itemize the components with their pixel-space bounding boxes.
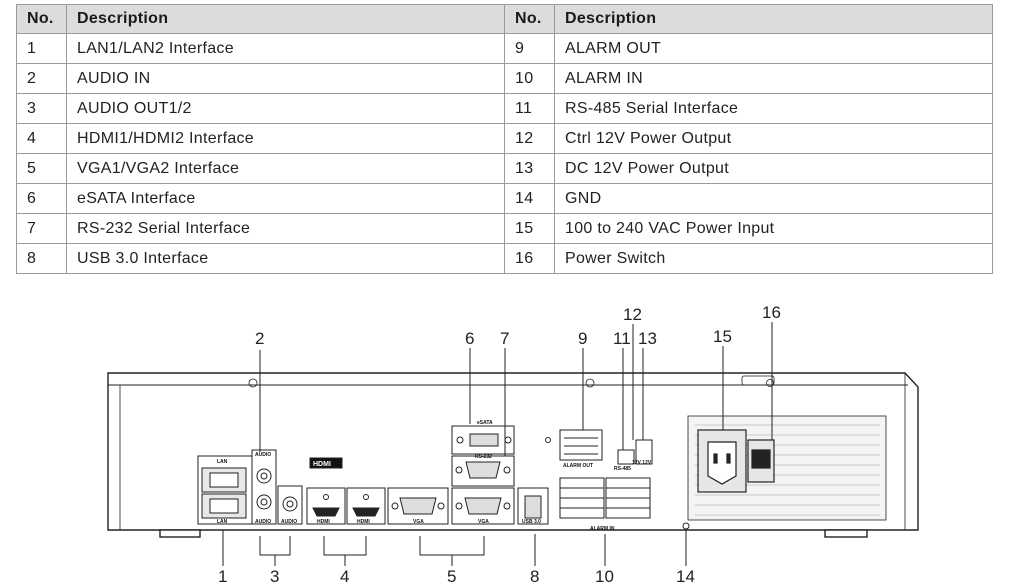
row-description: ALARM OUT (554, 33, 993, 64)
audio-ports (251, 449, 303, 525)
callout-12: 12 (623, 305, 642, 324)
row-number: 12 (504, 123, 555, 154)
row-number: 5 (16, 153, 67, 184)
callout-14: 14 (676, 567, 695, 586)
row-description: LAN1/LAN2 Interface (66, 33, 505, 64)
usb-port (517, 487, 549, 525)
alarm-in-terminals (559, 477, 651, 519)
audio-out1-label: AUDIO (255, 519, 271, 525)
row-description: eSATA Interface (66, 183, 505, 214)
row-description: DC 12V Power Output (554, 153, 993, 184)
row-number: 10 (504, 63, 555, 94)
callout-3: 3 (270, 567, 279, 586)
alarm-in-label: ALARM IN (590, 526, 615, 532)
rear-panel-svg: LAN LAN AUDIO AUDIO AUDIO HDMI HDMI HDMI… (107, 303, 919, 586)
row-number: 16 (504, 243, 555, 274)
callout-6: 6 (465, 329, 474, 348)
alarm-out-terminal (545, 429, 603, 461)
row-number: 1 (16, 33, 67, 64)
row-description: USB 3.0 Interface (66, 243, 505, 274)
callout-leaders (222, 322, 773, 566)
esata-label: eSATA (477, 420, 493, 426)
row-description: GND (554, 183, 993, 214)
hdmi-logo: HDMI (313, 461, 331, 468)
power-switch (747, 439, 775, 483)
row-number: 8 (16, 243, 67, 274)
table-row: 6 eSATA Interface 14 GND (16, 183, 993, 214)
row-description: HDMI1/HDMI2 Interface (66, 123, 505, 154)
row-description: Power Switch (554, 243, 993, 274)
row-description: ALARM IN (554, 63, 993, 94)
callout-13: 13 (638, 329, 657, 348)
callout-10: 10 (595, 567, 614, 586)
table-header-row: No. Description No. Description (16, 4, 993, 34)
table-row: 4 HDMI1/HDMI2 Interface 12 Ctrl 12V Powe… (16, 123, 993, 154)
vga1-label: VGA (413, 519, 424, 525)
page-top-rule (0, 0, 1024, 2)
row-number: 13 (504, 153, 555, 184)
row-number: 4 (16, 123, 67, 154)
esata-rs232-ports (451, 425, 515, 487)
callout-16: 16 (762, 303, 781, 322)
header-no-right: No. (504, 4, 555, 34)
usb-label: USB 3.0 (522, 519, 541, 525)
lan-label-bottom: LAN (217, 519, 228, 525)
table-row: 8 USB 3.0 Interface 16 Power Switch (16, 243, 993, 274)
row-description: 100 to 240 VAC Power Input (554, 213, 993, 244)
table-row: 7 RS-232 Serial Interface 15 100 to 240 … (16, 213, 993, 244)
hdmi-ports (306, 457, 386, 525)
rs232-label: RS-232 (475, 454, 492, 460)
rs485-power-terminal (617, 439, 653, 465)
row-number: 14 (504, 183, 555, 214)
table-row: 1 LAN1/LAN2 Interface 9 ALARM OUT (16, 33, 993, 64)
callout-1: 1 (218, 567, 227, 586)
table-header: No. Description No. Description (16, 4, 993, 34)
callout-15: 15 (713, 327, 732, 346)
callout-4: 4 (340, 567, 349, 586)
row-description: VGA1/VGA2 Interface (66, 153, 505, 184)
header-description-left: Description (66, 4, 505, 34)
rear-panel-diagram: LAN LAN AUDIO AUDIO AUDIO HDMI HDMI HDMI… (0, 290, 1024, 587)
row-number: 7 (16, 213, 67, 244)
hdmi2-label: HDMI (357, 519, 370, 525)
callout-2: 2 (255, 329, 264, 348)
interface-description-table: No. Description No. Description 1 LAN1/L… (16, 4, 993, 274)
callout-8: 8 (530, 567, 539, 586)
vga2-label: VGA (478, 519, 489, 525)
alarm-out-label: ALARM OUT (563, 463, 593, 469)
callout-9: 9 (578, 329, 587, 348)
table-row: 2 AUDIO IN 10 ALARM IN (16, 63, 993, 94)
table-row: 3 AUDIO OUT1/2 11 RS-485 Serial Interfac… (16, 93, 993, 124)
row-number: 15 (504, 213, 555, 244)
lan-label-top: LAN (217, 459, 228, 465)
row-number: 6 (16, 183, 67, 214)
row-number: 2 (16, 63, 67, 94)
row-description: AUDIO OUT1/2 (66, 93, 505, 124)
row-description: RS-232 Serial Interface (66, 213, 505, 244)
hdmi1-label: HDMI (317, 519, 330, 525)
gnd-screw (682, 522, 690, 530)
row-description: Ctrl 12V Power Output (554, 123, 993, 154)
vga-ports (387, 487, 515, 525)
row-description: AUDIO IN (66, 63, 505, 94)
power-output-label: 12V 12V (632, 460, 652, 466)
power-input-socket (697, 429, 747, 493)
callout-5: 5 (447, 567, 456, 586)
audio-out2-label: AUDIO (281, 519, 297, 525)
callout-7: 7 (500, 329, 509, 348)
rs485-label: RS-485 (614, 466, 631, 472)
row-description: RS-485 Serial Interface (554, 93, 993, 124)
row-number: 9 (504, 33, 555, 64)
lan-ports (197, 455, 253, 525)
header-description-right: Description (554, 4, 993, 34)
table-row: 5 VGA1/VGA2 Interface 13 DC 12V Power Ou… (16, 153, 993, 184)
audio-in-label: AUDIO (255, 452, 271, 458)
table-body: 1 LAN1/LAN2 Interface 9 ALARM OUT 2 AUDI… (16, 33, 993, 274)
callout-11: 11 (613, 329, 631, 348)
row-number: 3 (16, 93, 67, 124)
header-no-left: No. (16, 4, 67, 34)
row-number: 11 (504, 93, 555, 124)
